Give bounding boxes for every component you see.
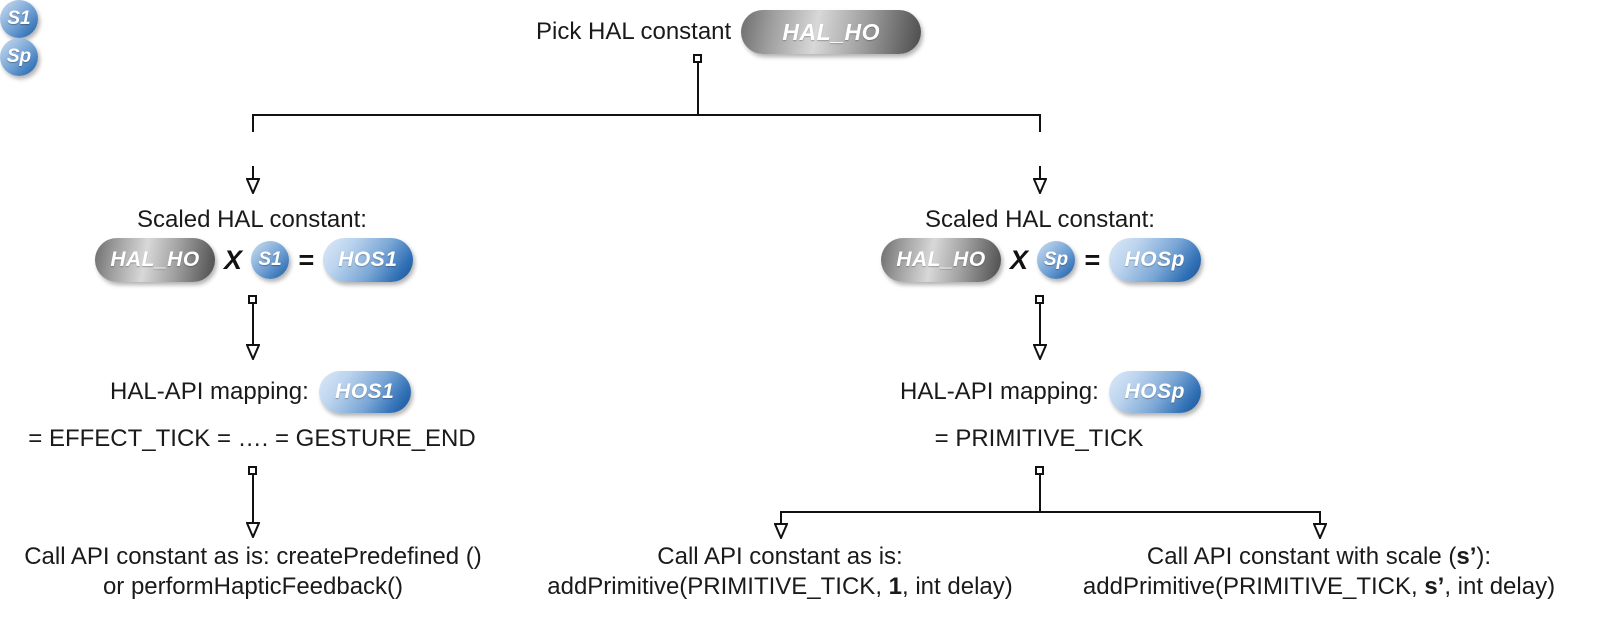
connector-root-stem (697, 62, 699, 116)
arrowhead-leaf-right (1313, 523, 1327, 539)
leaf-sp-scaled-line1-post: ): (1476, 543, 1492, 570)
leaf-sp-scaled-line2: addPrimitive(PRIMITIVE_TICK, s’, int del… (1066, 572, 1572, 602)
operator-multiply-s1: X (224, 244, 243, 275)
connector-s1-to-scaled (252, 166, 254, 182)
connector-drop-leaf-right (1319, 511, 1321, 526)
leaf-sp-scaled-line2-pre: addPrimitive(PRIMITIVE_TICK, (1082, 573, 1425, 600)
operator-multiply-sp: X (1010, 244, 1029, 275)
mapping-expression-s1: = EFFECT_TICK = …. = GESTURE_END (28, 425, 476, 452)
leaf-s1: Call API constant as is: createPredefine… (0, 542, 506, 602)
mapping-row-s1: HAL-API mapping: HOS1 (110, 371, 411, 413)
leaf-sp-scaled-line1-pre: Call API constant with scale ( (1146, 543, 1457, 570)
arrowhead-sp (1033, 178, 1047, 194)
scaled-expression-s1: HAL_HO X S1 = HOS1 (95, 238, 413, 282)
mapping-expression-sp: = PRIMITIVE_TICK (934, 425, 1144, 452)
pill-hal-ho-s1: HAL_HO (95, 238, 215, 282)
connector-sp-to-scaled (1039, 166, 1041, 182)
connector-split-bar-top (252, 114, 1040, 116)
arrowhead-leaf-mid (774, 523, 788, 539)
circle-sp-operand: Sp (1037, 241, 1076, 279)
arrowhead-s1 (246, 178, 260, 194)
scaled-expression-sp: HAL_HO X Sp = HOSp (881, 238, 1201, 282)
connector-split-bar-bottom (780, 511, 1321, 513)
leaf-s1-line2: or performHapticFeedback() (102, 573, 404, 600)
root-label: Pick HAL constant (536, 18, 732, 45)
arrowhead-s1-mapping (246, 344, 260, 360)
leaf-sp-plain: Call API constant as is: addPrimitive(PR… (527, 542, 1033, 602)
scaled-caption-s1: Scaled HAL constant: (137, 206, 367, 233)
pill-hos1-mapping: HOS1 (318, 371, 411, 413)
pill-hal-ho-root: HAL_HO (741, 10, 922, 54)
pill-hosp-mapping: HOSp (1108, 371, 1201, 413)
scaled-caption-sp: Scaled HAL constant: (925, 206, 1155, 233)
pill-hal-ho-sp: HAL_HO (881, 238, 1001, 282)
operator-equals-s1: = (298, 244, 314, 275)
leaf-sp-plain-line2-pre: addPrimitive(PRIMITIVE_TICK, (547, 573, 889, 600)
leaf-sp-scaled-line2-post: , int delay) (1444, 573, 1556, 600)
arrowhead-s1-leaf (246, 522, 260, 538)
mapping-caption-s1: HAL-API mapping: (110, 378, 309, 405)
leaf-sp-plain-line2-post: , int delay) (902, 573, 1013, 600)
connector-drop-right (1039, 114, 1041, 132)
operator-equals-sp: = (1084, 244, 1100, 275)
arrowhead-sp-mapping (1033, 344, 1047, 360)
leaf-sp-scaled-line2-bold: s’ (1424, 573, 1445, 600)
edge-label-sp: Sp (0, 38, 38, 76)
root-node: Pick HAL constant HAL_HO (536, 10, 922, 54)
connector-sp-scaled-to-mapping (1039, 303, 1041, 347)
circle-s1-operand: S1 (251, 241, 290, 279)
mapping-row-sp: HAL-API mapping: HOSp (900, 371, 1201, 413)
pill-hosp-result: HOSp (1108, 238, 1201, 282)
leaf-sp-scaled: Call API constant with scale (s’): addPr… (1066, 542, 1572, 602)
connector-drop-left (252, 114, 254, 132)
connector-drop-leaf-mid (780, 511, 782, 526)
leaf-sp-plain-line2: addPrimitive(PRIMITIVE_TICK, 1, int dela… (527, 572, 1033, 602)
connector-s1-scaled-to-mapping (252, 303, 254, 347)
leaf-s1-line1: Call API constant as is: createPredefine… (24, 543, 482, 570)
leaf-sp-scaled-line1: Call API constant with scale (s’): (1066, 542, 1572, 572)
mapping-caption-sp: HAL-API mapping: (900, 378, 1099, 405)
pill-hos1-result: HOS1 (322, 238, 413, 282)
leaf-sp-plain-line2-bold: 1 (888, 573, 903, 600)
connector-s1-mapping-to-leaf (252, 474, 254, 525)
connector-sp-mapping-stem (1039, 474, 1041, 513)
leaf-sp-scaled-line1-bold: s’ (1456, 543, 1477, 570)
edge-label-s1: S1 (0, 0, 38, 38)
leaf-sp-plain-line1: Call API constant as is: (657, 543, 903, 570)
